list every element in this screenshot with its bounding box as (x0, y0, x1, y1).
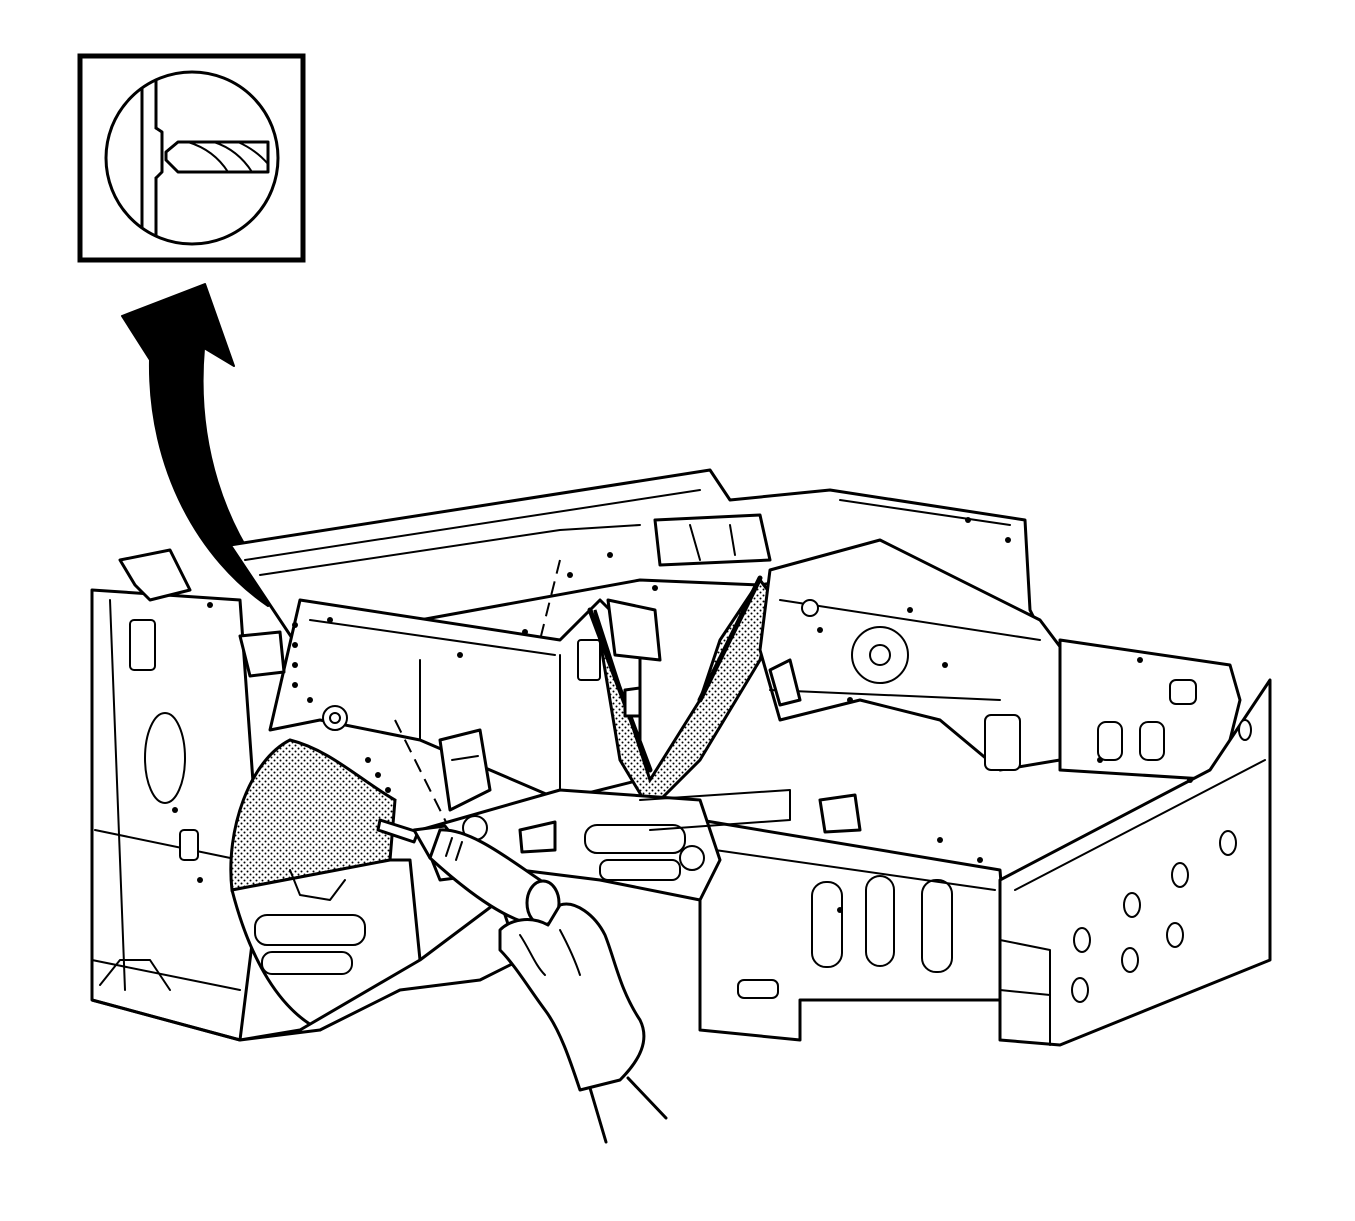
weld-points (172, 517, 1193, 913)
vehicle-front-structure (90, 468, 1272, 1047)
hand-icon (498, 902, 668, 1144)
curved-arrow-icon (121, 283, 283, 607)
detail-callout (77, 53, 306, 263)
drill-bit-icon (140, 72, 270, 244)
drill-tool-icon (376, 818, 561, 927)
